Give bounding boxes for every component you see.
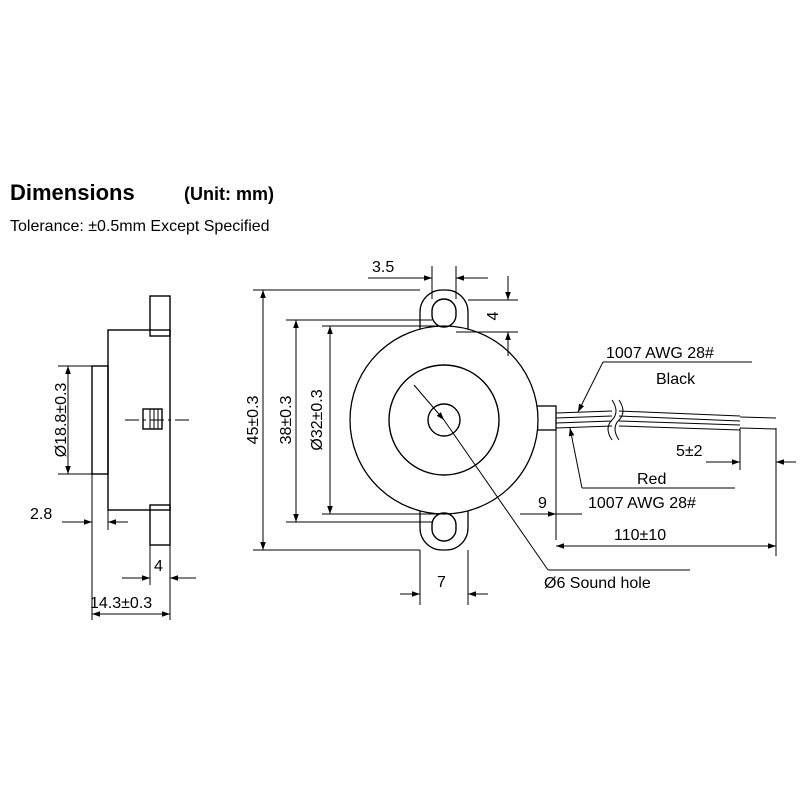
dim-wire-length: 110±10: [614, 527, 666, 544]
dim-tab-width: 7: [437, 574, 446, 591]
unit-note: (Unit: mm): [184, 184, 274, 204]
dim-body-dia: Ø32±0.3: [309, 389, 326, 450]
top-mount-hole: [431, 298, 457, 328]
side-wire-stub: [142, 408, 163, 430]
dim-overall-height: 45±0.3: [245, 395, 262, 444]
dim-hole-pitch: 38±0.3: [278, 395, 295, 444]
side-bottom-tab: [149, 504, 171, 546]
sound-hole: [427, 403, 461, 437]
dim-side-dia: Ø18.8±0.3: [53, 383, 70, 458]
red-wire-spec: 1007 AWG 28#: [588, 495, 696, 512]
bottom-mount-hole: [431, 512, 457, 542]
side-top-tab: [149, 295, 171, 337]
black-wire-label: Black: [656, 371, 696, 388]
dim-side-depth: 14.3±0.3: [90, 595, 152, 612]
dim-hole-offset: 4: [485, 311, 502, 320]
side-view: Ø18.8±0.3 2.8 4 14.3±0.3: [30, 295, 196, 620]
tolerance-note: Tolerance: ±0.5mm Except Specified: [10, 218, 270, 235]
dim-side-2.8: 2.8: [30, 506, 52, 523]
dim-sleeve-length: 9: [538, 495, 547, 512]
red-wire-label: Red: [637, 471, 666, 488]
side-front-disc: [91, 365, 109, 475]
black-wire-spec: 1007 AWG 28#: [606, 345, 714, 362]
front-view: 45±0.3 38±0.3 Ø32±0.3 3.5 4: [245, 259, 796, 605]
dim-strip-length: 5±2: [676, 443, 703, 460]
page-title: Dimensions: [10, 180, 135, 205]
body-inner-circle: [388, 364, 500, 476]
dim-side-tab: 4: [154, 558, 163, 575]
sound-hole-label: Ø6 Sound hole: [544, 575, 651, 592]
dim-hole-width: 3.5: [372, 259, 394, 276]
